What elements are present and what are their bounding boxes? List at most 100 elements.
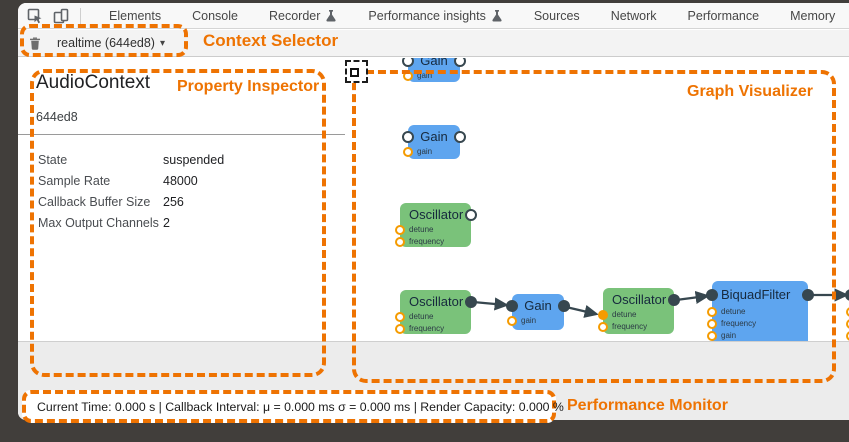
param-port-gain: [707, 331, 717, 341]
property-value: 2: [163, 215, 170, 230]
param-label: detune: [409, 225, 434, 234]
param-label: frequency: [612, 322, 648, 331]
audio-node-oscillator-3[interactable]: Oscillator detune frequency: [598, 288, 680, 334]
output-port: [465, 296, 477, 308]
marquee-selection-icon: [345, 60, 368, 83]
param-port-detune: [846, 307, 849, 317]
output-port: [668, 294, 680, 306]
property-label: Max Output Channels: [38, 215, 159, 230]
tab-network[interactable]: Network: [610, 8, 657, 23]
output-port: [454, 131, 466, 143]
input-port: [706, 289, 718, 301]
inspect-element-icon[interactable]: [26, 7, 44, 25]
param-port-gain: [846, 331, 849, 341]
param-port-detune: [707, 307, 717, 317]
context-title: AudioContext: [36, 72, 151, 93]
param-label: detune: [409, 312, 434, 321]
param-label: frequency: [721, 319, 757, 328]
annotation-box-graph-visualizer: [352, 70, 836, 383]
property-row: Max Output Channels 2: [38, 212, 345, 233]
performance-monitor-text: Current Time: 0.000 s | Callback Interva…: [37, 400, 564, 414]
annotation-box-context-selector: [20, 24, 188, 57]
context-id: 644ed8: [36, 110, 78, 124]
property-label: Callback Buffer Size: [38, 194, 151, 209]
flask-icon: [492, 10, 502, 22]
context-selector-row: realtime (644ed8) ▾: [18, 30, 849, 57]
annotation-box-performance-monitor: Current Time: 0.000 s | Callback Interva…: [22, 390, 564, 423]
node-title: Gain: [524, 298, 552, 313]
input-port: [506, 300, 518, 312]
context-selector-value[interactable]: realtime (644ed8): [57, 36, 155, 50]
property-label: Sample Rate: [38, 173, 111, 188]
param-label: gain: [417, 147, 433, 156]
node-title: Oscillator: [409, 207, 464, 222]
tab-performance[interactable]: Performance: [687, 8, 760, 23]
node-title: Gain: [420, 129, 448, 144]
tab-memory[interactable]: Memory: [790, 8, 836, 23]
audio-node-gain-chain[interactable]: Gain gain: [506, 294, 570, 330]
chevron-down-icon[interactable]: ▾: [159, 37, 165, 49]
property-row: State suspended: [38, 149, 345, 170]
toolbar-separator: [80, 7, 81, 24]
param-label: frequency: [409, 237, 445, 246]
param-port-frequency: [395, 237, 405, 247]
property-value: suspended: [163, 152, 225, 167]
annotation-label-graph-visualizer: Graph Visualizer: [687, 83, 813, 100]
output-port: [558, 300, 570, 312]
audio-node-gain-mid[interactable]: Gain gain: [402, 125, 466, 159]
node-title: Oscillator: [612, 292, 667, 307]
param-port-frequency: [846, 319, 849, 329]
context-header: AudioContext 644ed8: [18, 58, 345, 135]
node-title: BiquadFilter: [721, 287, 791, 302]
annotation-label-context-selector: Context Selector: [203, 31, 339, 50]
tab-recorder[interactable]: Recorder: [269, 9, 337, 23]
toggle-device-toolbar-icon[interactable]: [52, 7, 70, 25]
audio-node-biquadfilter-1[interactable]: BiquadFilterdetunefrequencygainQ: [706, 281, 814, 341]
property-value: 256: [163, 194, 184, 209]
param-label: gain: [417, 71, 433, 80]
property-label: State: [38, 152, 68, 167]
input-port: [402, 131, 414, 143]
param-label: gain: [721, 331, 737, 340]
param-label: gain: [521, 316, 537, 325]
output-port: [802, 289, 814, 301]
tab-bar: Elements Console Recorder Performance insig…: [109, 9, 849, 23]
tab-console[interactable]: Console: [192, 8, 238, 23]
annotation-label-performance-monitor: Performance Monitor: [567, 397, 728, 414]
tab-elements[interactable]: Elements: [109, 8, 162, 23]
param-port-detune: [395, 225, 405, 235]
devtools-toolbar: Elements Console Recorder Performance insig…: [18, 3, 849, 29]
tab-sources[interactable]: Sources: [533, 8, 580, 23]
output-port: [465, 209, 477, 221]
node-title: Gain: [420, 58, 448, 68]
input-port: [402, 58, 414, 67]
flask-icon: [326, 10, 337, 22]
param-port-detune: [395, 312, 405, 322]
node-title: Oscillator: [409, 294, 464, 309]
param-port-frequency: [707, 319, 717, 329]
tab-performance-insights[interactable]: Performance insights: [368, 9, 502, 23]
property-value: 48000: [163, 173, 198, 188]
param-port-gain: [403, 147, 413, 157]
param-port-detune: [598, 310, 608, 320]
param-port-frequency: [598, 322, 608, 332]
audio-node-oscillator-2[interactable]: Oscillator detune frequency: [395, 290, 477, 334]
property-row: Sample Rate 48000: [38, 170, 345, 191]
param-label: detune: [612, 310, 637, 319]
property-row: Callback Buffer Size 256: [38, 191, 345, 212]
output-port: [454, 58, 466, 67]
annotation-label-property-inspector: Property Inspector: [177, 78, 320, 95]
param-label: frequency: [409, 324, 445, 333]
param-label: detune: [721, 307, 746, 316]
param-port-frequency: [395, 324, 405, 334]
audio-node-oscillator-1[interactable]: Oscillator detune frequency: [395, 203, 477, 247]
param-port-gain: [507, 316, 517, 326]
annotation-box-property-inspector: [30, 69, 326, 377]
trash-icon[interactable]: [26, 34, 44, 52]
